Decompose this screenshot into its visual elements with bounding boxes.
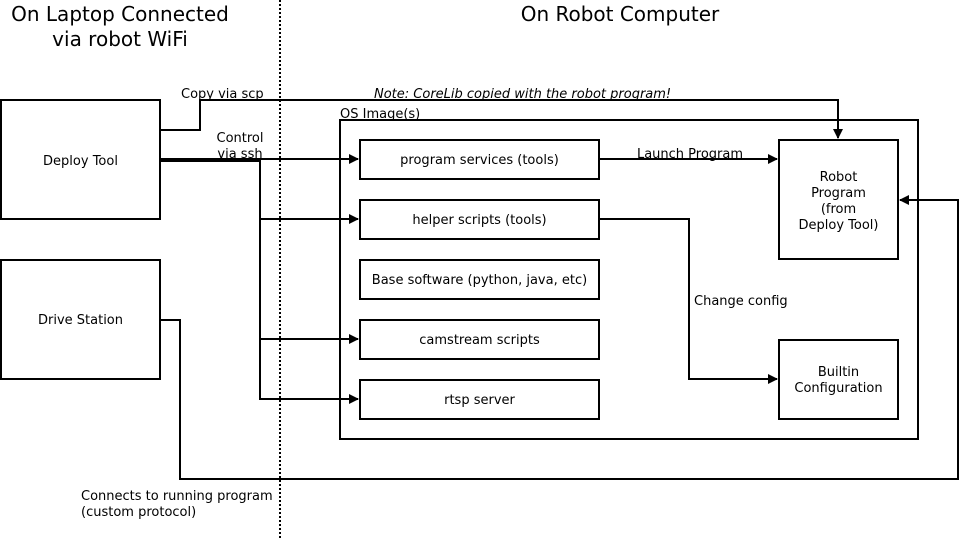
- ssh-helper-scripts-connector: [160, 160, 359, 224]
- ssh-control-label-line1: Control: [217, 131, 264, 146]
- drive-station-label: Drive Station: [38, 313, 123, 328]
- corelib-note: Note: CoreLib copied with the robot prog…: [374, 87, 671, 102]
- builtin-configuration-box: [778, 339, 899, 420]
- drive-station-connector: [160, 195, 959, 480]
- rtsp-server-label: rtsp server: [444, 393, 515, 408]
- scp-copy-label: Copy via scp: [181, 87, 264, 102]
- robot-program-label-line1: Robot: [820, 170, 858, 185]
- camstream-scripts-label: camstream scripts: [419, 333, 540, 348]
- robot-program-box: [778, 139, 899, 260]
- deploy-tool-box: [0, 99, 161, 220]
- robot-program-label-line2: Program: [811, 186, 866, 201]
- scp-copy-connector: [160, 99, 843, 139]
- base-software-box: [359, 259, 600, 300]
- launch-program-label: Launch Program: [637, 147, 743, 162]
- laptop-section-title-line1: On Laptop Connected: [11, 2, 229, 26]
- ssh-rtsp-connector: [259, 339, 359, 404]
- rtsp-server-box: [359, 379, 600, 420]
- robot-program-label-line3: (from: [821, 202, 856, 217]
- deploy-tool-label: Deploy Tool: [43, 154, 118, 169]
- builtin-configuration-label-line1: Builtin: [818, 365, 859, 380]
- connects-label-line2: (custom protocol): [81, 505, 196, 520]
- camstream-scripts-box: [359, 319, 600, 360]
- helper-scripts-label: helper scripts (tools): [412, 213, 546, 228]
- connects-label-line1: Connects to running program: [81, 489, 273, 504]
- os-image-label: OS Image(s): [340, 107, 420, 122]
- change-config-connector: [599, 218, 778, 384]
- ssh-control-label-line2: via ssh: [217, 147, 262, 162]
- drive-station-box: [0, 259, 161, 380]
- program-services-label: program services (tools): [400, 153, 559, 168]
- builtin-configuration-label-line2: Configuration: [794, 381, 882, 396]
- robot-section-title: On Robot Computer: [521, 2, 720, 26]
- base-software-label: Base software (python, java, etc): [372, 273, 587, 288]
- robot-program-label-line4: Deploy Tool): [799, 218, 879, 233]
- laptop-section-title-line2: via robot WiFi: [52, 27, 188, 51]
- change-config-label: Change config: [694, 294, 788, 309]
